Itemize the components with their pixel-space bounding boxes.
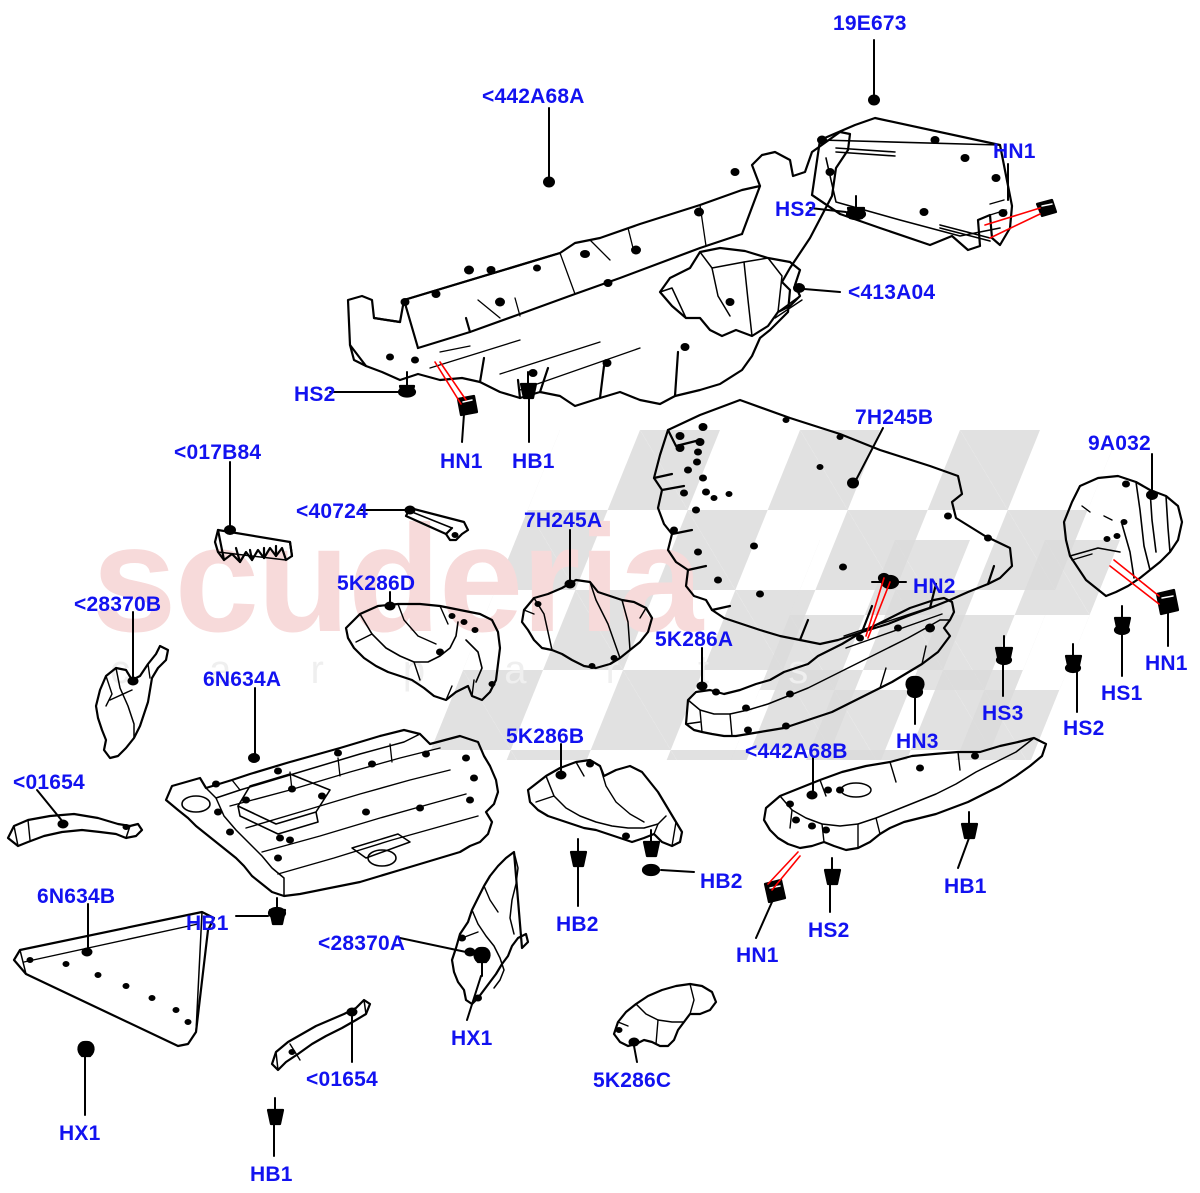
label-hn3[interactable]: HN3 [896, 730, 939, 753]
label-hn1-lower[interactable]: HN1 [736, 944, 779, 967]
fastener-HB1-6N634A [267, 897, 287, 926]
label-5k286b[interactable]: 5K286B [506, 725, 585, 748]
label-hn1-top[interactable]: HN1 [993, 140, 1036, 163]
label-hb1-upper[interactable]: HB1 [512, 450, 555, 473]
label-hn1-upper[interactable]: HN1 [440, 450, 483, 473]
fastener-HN1-442A68B [763, 878, 787, 904]
part-01654-left-shape [6, 812, 144, 848]
fastener-HS2-right [1064, 643, 1083, 674]
fastener-HB2-right [641, 829, 661, 877]
part-017B84-shape [213, 528, 294, 564]
label-5k286a[interactable]: 5K286A [655, 628, 734, 651]
fastener-HS2-19E673 [845, 195, 867, 221]
label-6n634b[interactable]: 6N634B [37, 885, 116, 908]
part-442A68A-nodes [386, 168, 740, 377]
part-19E673-shape [810, 116, 1014, 252]
label-28370a[interactable]: <28370A [318, 932, 406, 955]
label-01654-bottom[interactable]: <01654 [306, 1068, 378, 1091]
leader-lines [36, 39, 1169, 1157]
label-hb1-centre[interactable]: HB1 [186, 912, 229, 935]
fastener-HS2-442A68A [397, 371, 417, 398]
label-hx1-left[interactable]: HX1 [59, 1122, 101, 1145]
label-01654-left[interactable]: <01654 [13, 771, 85, 794]
label-5k286d[interactable]: 5K286D [337, 572, 416, 595]
part-9A032-shape [1062, 474, 1184, 598]
part-413A04-shape [658, 246, 803, 338]
part-7H245A-shape [520, 578, 654, 670]
part-6N634A-nodes [212, 749, 478, 862]
part-442A68B-shape [762, 736, 1048, 852]
label-28370b[interactable]: <28370B [74, 593, 162, 616]
fastener-HS1 [1113, 605, 1132, 636]
part-5K286C-shape [612, 982, 718, 1048]
fastener-HB1-442A68A [519, 371, 538, 400]
part-442A68A-shape [346, 130, 852, 408]
part-5K286B-shape [526, 758, 684, 848]
label-442a68a-top[interactable]: <442A68A [482, 85, 585, 108]
label-hs2-lower[interactable]: HS2 [808, 919, 850, 942]
label-7h245a[interactable]: 7H245A [524, 509, 603, 532]
fastener-HN1-442A68A [456, 394, 479, 417]
part-5K286A-shape [684, 596, 956, 738]
label-413a04[interactable]: <413A04 [848, 281, 936, 304]
fastener-HN1-right [1155, 588, 1180, 616]
label-7h245b[interactable]: 7H245B [855, 406, 934, 429]
part-28370A-shape [450, 850, 530, 1006]
fastener-HS2-442A68B [823, 857, 842, 886]
part-7H245B-shape [652, 398, 1014, 646]
label-6n634a[interactable]: 6N634A [203, 668, 282, 691]
label-hs3[interactable]: HS3 [982, 702, 1024, 725]
label-hs2-right[interactable]: HS2 [1063, 717, 1105, 740]
fastener-HX1-28370A [473, 946, 491, 977]
label-017b84[interactable]: <017B84 [174, 441, 262, 464]
label-hb1-right[interactable]: HB1 [944, 875, 987, 898]
label-hx1-centre[interactable]: HX1 [451, 1027, 493, 1050]
fastener-HS3 [994, 635, 1014, 666]
label-hn1-right[interactable]: HN1 [1145, 652, 1188, 675]
label-hn2[interactable]: HN2 [913, 575, 956, 598]
fastener-HN1-19E673 [1035, 198, 1058, 218]
red-reference-lines [434, 207, 1160, 891]
label-hs2-upper[interactable]: HS2 [294, 383, 336, 406]
label-9a032[interactable]: 9A032 [1088, 432, 1151, 455]
part-6N634B-shape [12, 910, 216, 1048]
label-hs2-top[interactable]: HS2 [775, 198, 817, 221]
part-19E673-nodes [817, 94, 1008, 217]
label-5k286c[interactable]: 5K286C [593, 1069, 672, 1092]
label-hb1-bottom[interactable]: HB1 [250, 1163, 293, 1186]
fastener-HX1-6N634B [77, 1040, 95, 1058]
fastener-HB1-01654 [266, 1097, 285, 1126]
label-442a68b[interactable]: <442A68B [745, 740, 848, 763]
part-5K286D-shape [344, 602, 502, 702]
part-7H245B-nodes [670, 417, 992, 598]
fastener-HB2-left [569, 838, 588, 868]
part-6N634A-shape [164, 728, 500, 898]
label-40724[interactable]: <40724 [296, 500, 368, 523]
label-hs1[interactable]: HS1 [1101, 682, 1143, 705]
label-hb2-left[interactable]: HB2 [556, 913, 599, 936]
label-hb2-right[interactable]: HB2 [700, 870, 743, 893]
label-19e673[interactable]: 19E673 [833, 12, 907, 35]
fastener-HB1-442A68B [960, 811, 979, 840]
part-40724-shape [404, 506, 470, 542]
